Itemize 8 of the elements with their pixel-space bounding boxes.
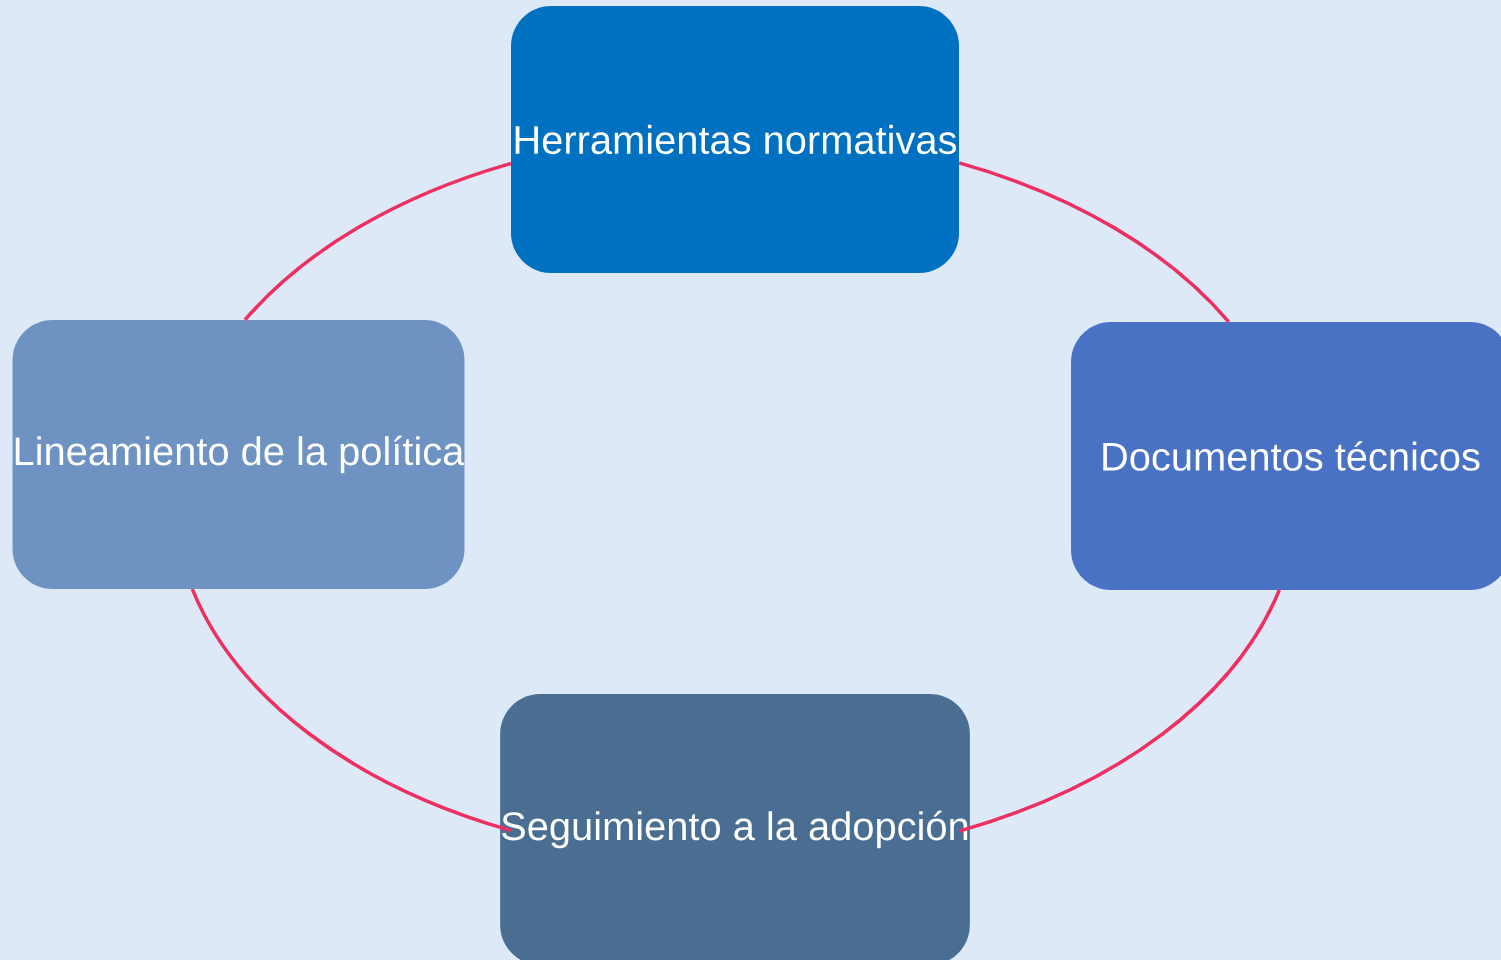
connector-arc	[190, 588, 512, 833]
process-box: Seguimiento a la adopción	[500, 694, 970, 960]
process-box: Documentos técnicos	[1071, 322, 1501, 590]
process-box: Lineamiento de la política	[12, 320, 465, 589]
connector-arc	[243, 161, 512, 322]
connector-arc	[958, 589, 1281, 833]
connector-arc	[958, 161, 1230, 324]
process-box: Herramientas normativas	[511, 6, 959, 273]
